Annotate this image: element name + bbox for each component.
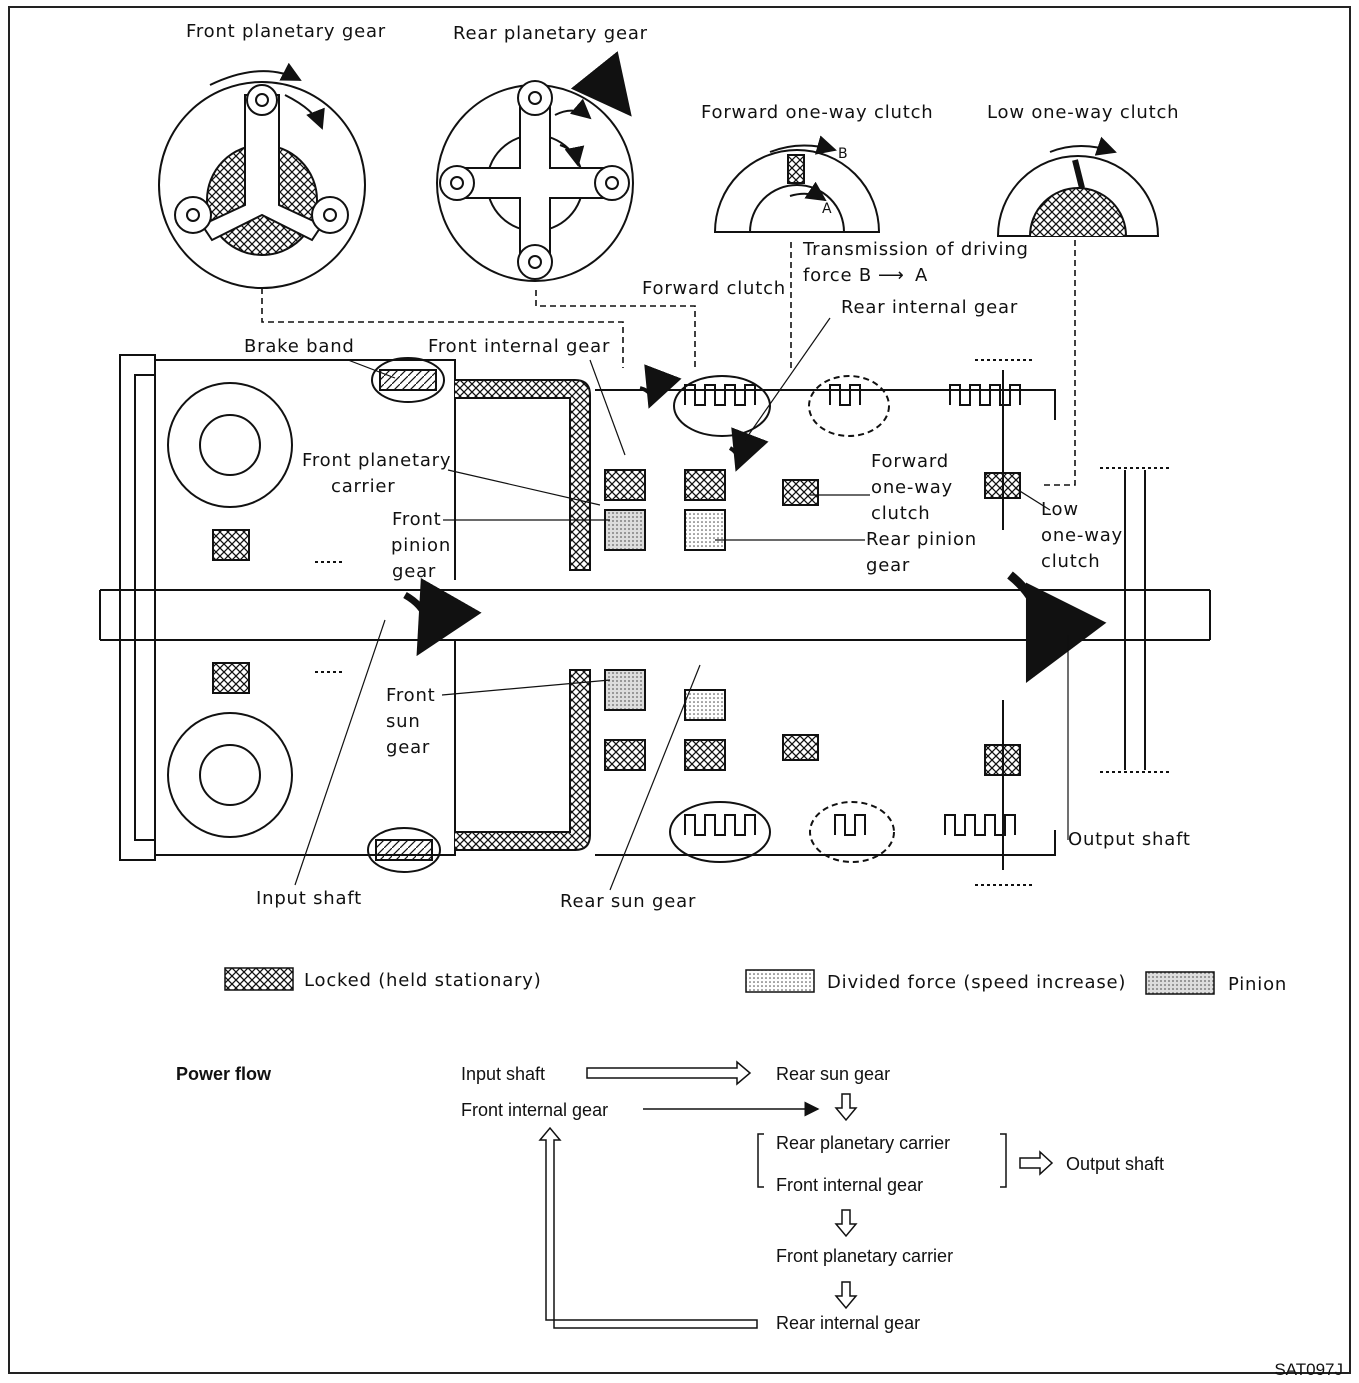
forward-owc-label-3: clutch — [871, 503, 931, 524]
front-planetary-carrier-label-2: carrier — [331, 476, 396, 497]
rear-planetary-gear-figure — [436, 51, 634, 282]
power-flow-arrows — [538, 1060, 1054, 1329]
torque-converter — [99, 354, 1211, 861]
rear-pinion-gear-label-2: gear — [866, 555, 911, 576]
low-one-way-clutch-title: Low one-way clutch — [987, 102, 1180, 123]
figure-frame — [8, 6, 1351, 1374]
transmission-label-a: A — [915, 265, 929, 286]
legend-locked-label: Locked (held stationary) — [304, 970, 542, 991]
front-sun-gear-label-3: gear — [386, 737, 431, 758]
mark-a: A — [822, 201, 833, 217]
power-flow-title: Power flow — [176, 1064, 272, 1084]
transmission-label-line2: force B — [803, 265, 872, 286]
transmission-arrow: ⟶ — [878, 265, 904, 286]
output-shaft-label: Output shaft — [1068, 829, 1191, 850]
brake-band-label: Brake band — [244, 336, 355, 357]
pf-rear-internal-gear: Rear internal gear — [776, 1313, 921, 1333]
legend-pinion-label: Pinion — [1228, 974, 1288, 995]
pf-front-planetary-carrier: Front planetary carrier — [776, 1246, 954, 1266]
forward-owc-label-1: Forward — [871, 451, 949, 472]
legend-pinion-swatch — [1145, 971, 1215, 995]
figure-code: SAT097J — [1274, 1360, 1343, 1379]
forward-owc-label-2: one-way — [871, 477, 953, 498]
forward-clutch-label: Forward clutch — [642, 278, 786, 299]
front-pinion-gear-label-3: gear — [392, 561, 437, 582]
forward-one-way-clutch-figure — [713, 135, 881, 233]
pf-rear-sun-gear: Rear sun gear — [776, 1064, 891, 1084]
rear-planetary-gear-title: Rear planetary gear — [453, 23, 648, 44]
low-owc-label-3: clutch — [1041, 551, 1101, 572]
low-owc-label-2: one-way — [1041, 525, 1123, 546]
rear-sun-gear-label: Rear sun gear — [560, 891, 697, 912]
front-pinion-gear-label-2: pinion — [391, 535, 452, 556]
brake-band-bottom — [367, 827, 441, 873]
front-pinion-gear-label-1: Front — [392, 509, 442, 530]
front-planetary-gear-figure — [158, 62, 366, 289]
front-internal-gear-label: Front internal gear — [428, 336, 611, 357]
mark-b: B — [838, 146, 849, 162]
brake-band-top — [371, 357, 445, 403]
legend-locked-swatch — [224, 967, 294, 991]
legend-divided-label: Divided force (speed increase) — [827, 972, 1127, 993]
front-sun-gear-label-1: Front — [386, 685, 436, 706]
pf-rear-planetary-carrier: Rear planetary carrier — [776, 1133, 951, 1153]
pf-front-internal-gear-2: Front internal gear — [776, 1175, 924, 1195]
legend-divided-swatch — [745, 969, 815, 993]
transmission-label-line1: Transmission of driving — [803, 239, 1029, 260]
rear-pinion-gear-label-1: Rear pinion — [866, 529, 977, 550]
low-one-way-clutch-figure — [996, 136, 1160, 237]
pf-front-internal-gear-1: Front internal gear — [461, 1100, 609, 1120]
pf-input-shaft: Input shaft — [461, 1064, 546, 1084]
front-planetary-gear-title: Front planetary gear — [186, 21, 386, 42]
forward-one-way-clutch-title: Forward one-way clutch — [701, 102, 934, 123]
pf-output-shaft: Output shaft — [1066, 1154, 1165, 1174]
front-sun-gear-label-2: sun — [386, 711, 421, 732]
front-planetary-carrier-label-1: Front planetary — [302, 450, 452, 471]
rear-internal-gear-label: Rear internal gear — [841, 297, 1019, 318]
input-shaft-label: Input shaft — [256, 888, 363, 909]
low-owc-label-1: Low — [1041, 499, 1079, 520]
